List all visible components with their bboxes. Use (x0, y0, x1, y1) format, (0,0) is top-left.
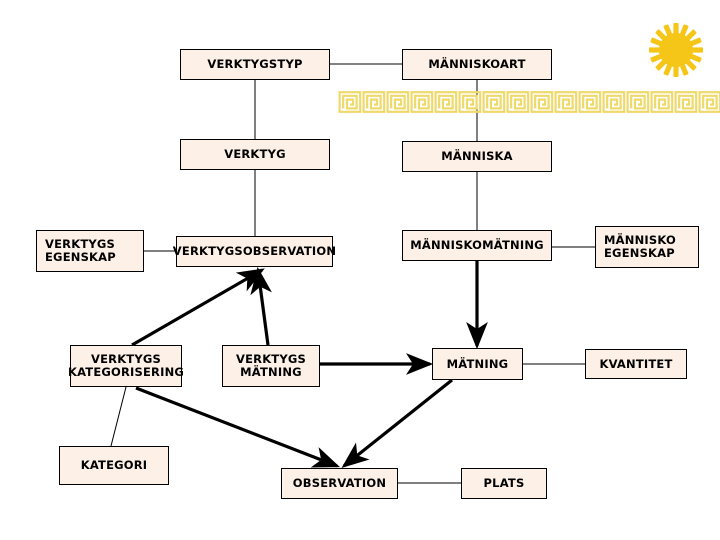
node-label: VERKTYGSTYP (207, 57, 303, 71)
node-label: VERKTYGSOBSERVATION (172, 244, 337, 258)
node-verktygstyp[interactable]: VERKTYGSTYP (180, 49, 330, 80)
node-label: KVANTITET (599, 356, 673, 371)
sun-burst-ornament (649, 23, 703, 77)
node-plats[interactable]: PLATS (461, 468, 547, 499)
edge-matning-to-observation (341, 378, 453, 468)
node-label: MÄNNISKO EGENSKAP (604, 233, 676, 260)
node-verktygs-matning[interactable]: VERKTYGS MÄTNING (222, 345, 320, 387)
node-label: MÄTNING (446, 356, 509, 371)
node-verktygsobservation[interactable]: VERKTYGSOBSERVATION (172, 236, 337, 267)
node-label: VERKTYGS EGENSKAP (45, 237, 116, 264)
node-label: PLATS (483, 476, 525, 490)
node-label: VERKTYGS MÄTNING (235, 352, 307, 379)
node-matning[interactable]: MÄTNING (432, 348, 523, 380)
node-label: MÄNNISKOART (428, 57, 526, 71)
node-manniskomatning[interactable]: MÄNNISKOMÄTNING (402, 230, 552, 261)
edge-verktygsmatning-to-verktygsobservation (250, 266, 272, 346)
node-label: OBSERVATION (292, 476, 387, 490)
node-manniskoart[interactable]: MÄNNISKOART (402, 49, 552, 80)
node-verktygs-egenskap[interactable]: VERKTYGS EGENSKAP (36, 230, 144, 272)
node-label: KATEGORI (80, 458, 148, 472)
node-manniska[interactable]: MÄNNISKA (402, 141, 552, 172)
node-label: MÄNNISKOMÄTNING (410, 238, 544, 252)
edge-kategorisering-kategori (110, 386, 127, 447)
edge-kategorisering-to-verktygsobservation (131, 268, 265, 347)
node-verktygs-kategorisering[interactable]: VERKTYGS KATEGORISERING (67, 345, 185, 387)
node-observation[interactable]: OBSERVATION (281, 468, 398, 499)
node-kategori[interactable]: KATEGORI (59, 446, 169, 485)
greek-key-border-ornament (338, 90, 720, 114)
node-verktyg[interactable]: VERKTYG (180, 139, 330, 170)
node-mannisko-egenskap[interactable]: MÄNNISKO EGENSKAP (595, 226, 699, 268)
edge-kategorisering-to-observation (135, 386, 340, 468)
node-label: VERKTYGS KATEGORISERING (67, 352, 185, 379)
node-label: MÄNNISKA (441, 149, 513, 163)
node-kvantitet[interactable]: KVANTITET (585, 349, 687, 379)
node-label: VERKTYG (224, 147, 286, 161)
